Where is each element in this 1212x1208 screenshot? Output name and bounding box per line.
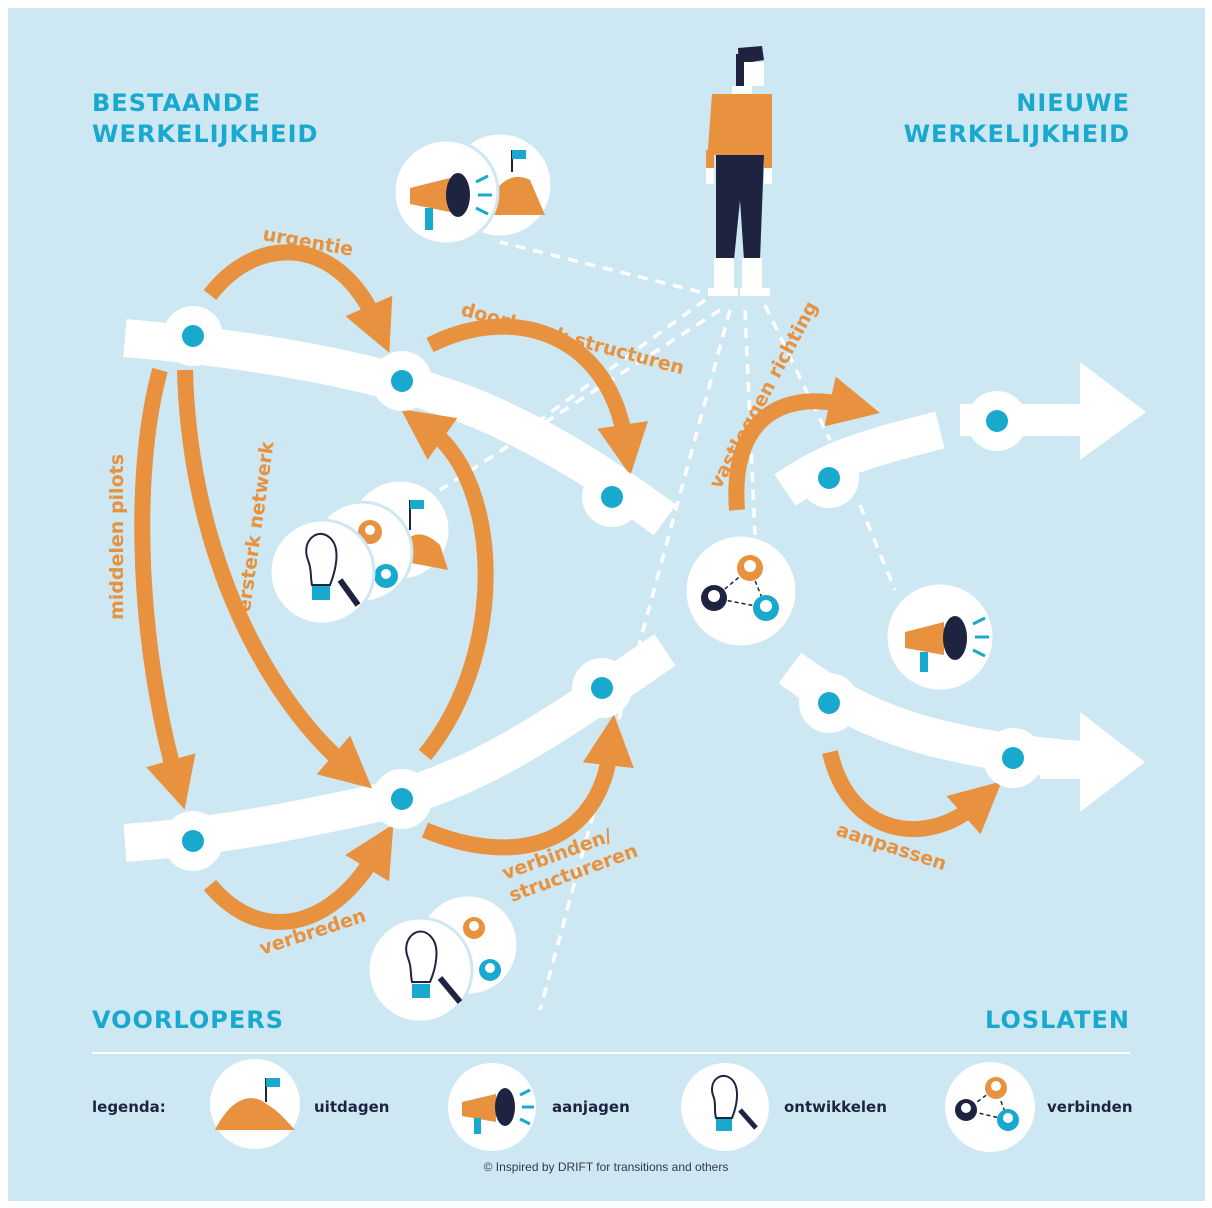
diagram-canvas [8, 8, 1205, 1201]
people-network-icon [945, 1062, 1035, 1152]
path-nodes [163, 306, 1043, 871]
icon-uitdagen-megaphone-top [392, 131, 554, 246]
legend-label-verbinden: verbinden [1047, 1098, 1133, 1116]
legend-label-ontwikkelen: ontwikkelen [784, 1098, 887, 1116]
legend-label-aanjagen: aanjagen [552, 1098, 630, 1116]
mountain-flag-icon [210, 1059, 300, 1149]
title-new-line2: WERKELIJKHEID [903, 120, 1130, 148]
legend-title: legenda: [92, 1098, 166, 1116]
orange-arrows [134, 244, 1002, 930]
title-existing-line1: BESTAANDE [92, 89, 262, 117]
label-middelen-pilots: middelen pilots [106, 454, 128, 620]
icon-group-bottom [366, 893, 520, 1024]
icon-aanjagen-right [884, 581, 996, 693]
arrow-head-lower [1040, 712, 1145, 812]
title-new-reality: NIEUWE WERKELIJKHEID [904, 88, 1130, 150]
legend-label-uitdagen: uitdagen [314, 1098, 390, 1116]
title-letting-go: LOSLATEN [985, 1006, 1130, 1034]
label-versterk-netwerk: versterk netwerk [231, 440, 279, 626]
icon-verbinden-center [683, 533, 799, 649]
title-new-line1: NIEUWE [1016, 89, 1130, 117]
icon-group-left-middle [268, 478, 452, 626]
lightbulb-pencil-icon [681, 1063, 769, 1151]
credit-line: © Inspired by DRIFT for transitions and … [483, 1160, 729, 1174]
title-frontrunners: VOORLOPERS [92, 1006, 285, 1034]
label-doorbreek-structuren: doorbreek structuren [459, 299, 687, 380]
title-existing-line2: WERKELIJKHEID [92, 120, 319, 148]
megaphone-icon [448, 1063, 536, 1151]
title-existing-reality: BESTAANDE WERKELIJKHEID [92, 88, 318, 150]
person-figure [706, 46, 772, 296]
